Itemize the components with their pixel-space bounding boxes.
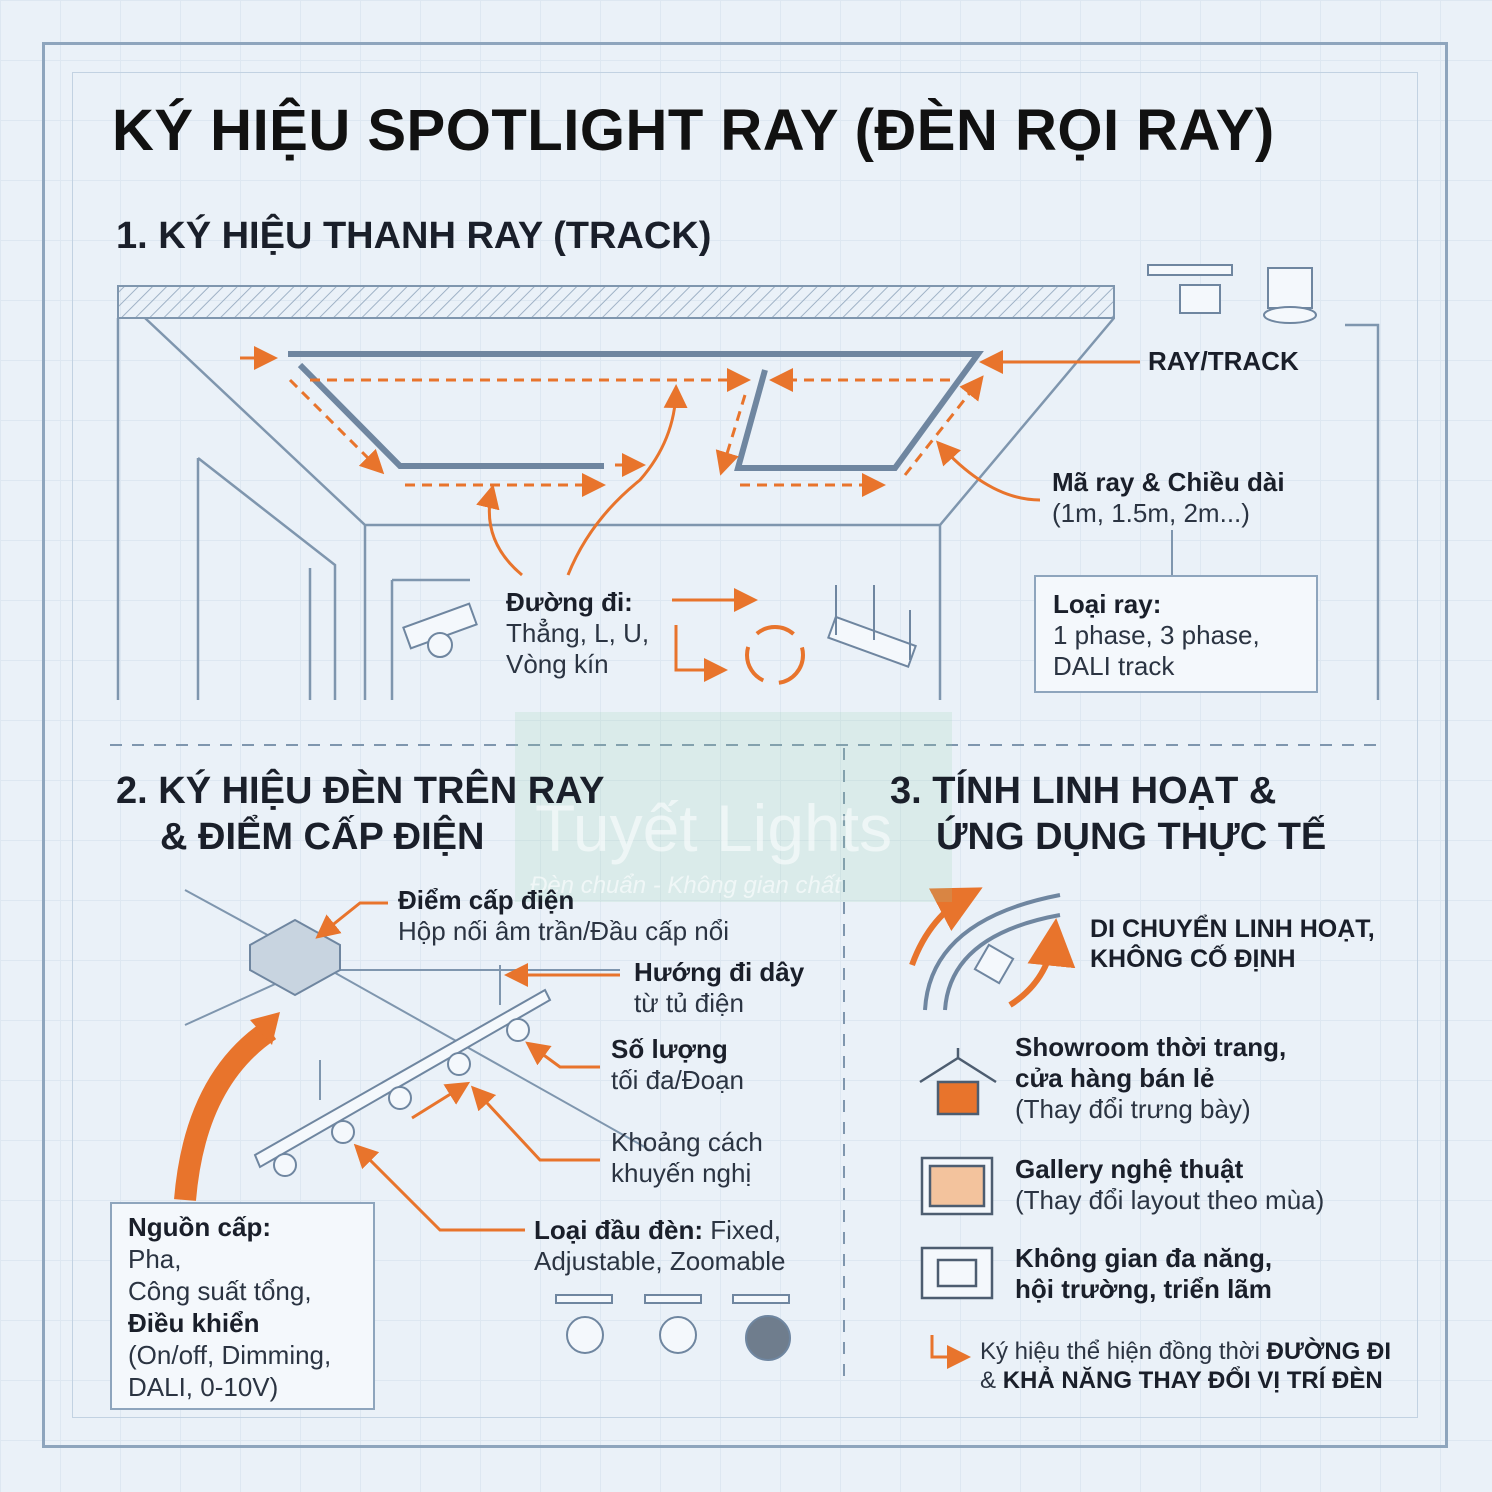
section3-heading-line2: ỨNG DỤNG THỰC TẾ	[936, 816, 1327, 859]
feed-point-title: Điểm cấp điện	[398, 885, 575, 915]
app-showroom-line1: Showroom thời trang,	[1015, 1032, 1287, 1062]
movement-arrows	[909, 887, 1076, 1008]
ray-track-label: RAY/TRACK	[1148, 346, 1299, 376]
app-showroom-line2: cửa hàng bán lẻ	[1015, 1063, 1215, 1094]
app-icons	[919, 1048, 997, 1300]
summary-note: Ký hiệu thể hiện đồng thời ĐƯỜNG ĐI & KHẢ…	[980, 1338, 1391, 1396]
path-label: Đường đi:Thẳng, L, U,Vòng kín	[506, 587, 649, 681]
section1-heading: 1. KÝ HIỆU THANH RAY (TRACK)	[116, 215, 712, 257]
feed-point-sub: Hộp nối âm trần/Đầu cấp nổi	[398, 916, 729, 947]
app-showroom-line3: (Thay đổi trưng bày)	[1015, 1094, 1251, 1125]
spacing-line2: khuyến nghị	[611, 1158, 752, 1189]
app-gallery-line2: (Thay đổi layout theo mùa)	[1015, 1185, 1325, 1216]
app-item-hall: Không gian đa năng,hội trường, triển lãm	[1015, 1243, 1272, 1305]
section2-heading: 2. KÝ HIỆU ĐÈN TRÊN RAY& ĐIỂM CẤP ĐIỆN	[116, 768, 604, 861]
path-line1: Thẳng, L, U,	[506, 618, 650, 649]
source-line4: (On/off, Dimming,	[128, 1339, 332, 1370]
junction-box	[249, 918, 341, 997]
flex-line1: DI CHUYỂN LINH HOẠT,	[1090, 915, 1375, 943]
power-source-note: Nguồn cấp:Pha,Công suất tổng,Điều khiển(…	[110, 1202, 375, 1410]
watermark-name: Tuyết Lights	[535, 791, 893, 865]
head-type-label: Loại đầu đèn: Fixed,Adjustable, Zoomable	[534, 1215, 785, 1277]
callout-arrows-2	[315, 901, 620, 1232]
flex-line2: KHÔNG CỐ ĐỊNH	[1090, 945, 1296, 973]
ceiling-slab	[117, 285, 1115, 319]
summary-arrow-icon	[930, 1335, 971, 1369]
source-line3: Điều khiển	[128, 1307, 260, 1338]
flex-label: DI CHUYỂN LINH HOẠT,KHÔNG CỐ ĐỊNH	[1090, 914, 1375, 974]
source-line5: DALI, 0-10V)	[128, 1371, 279, 1402]
code-length-values: (1m, 1.5m, 2m...)	[1052, 498, 1250, 529]
head-type-title: Loại đầu đèn:	[534, 1215, 703, 1245]
track-type-line1: 1 phase, 3 phase,	[1053, 620, 1260, 651]
inner-frame	[72, 72, 1418, 1418]
section2-heading-line1: 2. KÝ HIỆU ĐÈN TRÊN RAY	[116, 770, 605, 812]
source-line1: Pha,	[128, 1243, 182, 1274]
quantity-sub: tối đa/Đoạn	[611, 1065, 744, 1096]
loop-icon	[745, 625, 805, 685]
track-type-label: Loại ray:	[1053, 589, 1162, 619]
room-perspective	[116, 317, 1380, 700]
track-fixture-icons	[402, 264, 1317, 668]
movable-spotlight-icon	[973, 943, 1015, 985]
summary-text1: Ký hiệu thể hiện đồng thời	[980, 1338, 1267, 1365]
path-line2: Vòng kín	[506, 649, 609, 680]
section2-heading-line2: & ĐIỂM CẤP ĐIỆN	[160, 816, 485, 859]
callout-arrows-1	[240, 346, 1140, 682]
wiring-lines	[184, 889, 651, 1151]
section3-heading: 3. TÍNH LINH HOẠT &ỨNG DỤNG THỰC TẾ	[890, 768, 1326, 861]
track-path-arrows	[288, 368, 984, 497]
track-type-line2: DALI track	[1053, 651, 1175, 682]
track-bar	[253, 988, 552, 1169]
path-title: Đường đi:	[506, 587, 633, 617]
track-lines	[288, 351, 984, 471]
app-item-gallery: Gallery nghệ thuật(Thay đổi layout theo …	[1015, 1154, 1324, 1216]
head-type-value: Fixed,	[703, 1215, 782, 1245]
spacing-line1: Khoảng cách	[611, 1127, 763, 1157]
app-hall-line2: hội trường, triển lãm	[1015, 1274, 1272, 1305]
section3-heading-line1: 3. TÍNH LINH HOẠT &	[890, 770, 1277, 812]
summary-bold2: KHẢ NĂNG THAY ĐỔI VỊ TRÍ ĐÈN	[1002, 1366, 1383, 1394]
watermark-logo: Tuyết Lights Đèn chuẩn - Không gian chất	[515, 712, 952, 902]
track-type-note: Loại ray:1 phase, 3 phase,DALI track	[1034, 575, 1318, 693]
head-type-line2: Adjustable, Zoomable	[534, 1246, 786, 1277]
summary-bold1: ĐƯỜNG ĐI	[1266, 1338, 1391, 1365]
app-gallery-line1: Gallery nghệ thuật	[1015, 1154, 1244, 1184]
watermark-slogan: Đèn chuẩn - Không gian chất	[530, 872, 841, 899]
summary-text2: &	[980, 1366, 1003, 1394]
spotlight-heads	[273, 1018, 791, 1361]
page-title: KÝ HIỆU SPOTLIGHT RAY (ĐÈN RỌI RAY)	[112, 98, 1275, 163]
app-hall-line1: Không gian đa năng,	[1015, 1243, 1273, 1273]
outer-frame	[42, 42, 1448, 1448]
quantity-title: Số lượng	[611, 1034, 728, 1064]
wiring-title: Hướng đi dây	[634, 957, 805, 987]
app-item-showroom: Showroom thời trang,cửa hàng bán lẻ(Thay…	[1015, 1032, 1286, 1126]
code-length-label: Mã ray & Chiều dài(1m, 1.5m, 2m...)	[1052, 467, 1285, 529]
code-length-title: Mã ray & Chiều dài	[1052, 467, 1285, 497]
source-line2: Công suất tổng,	[128, 1275, 312, 1306]
wiring-sub: từ tủ điện	[634, 988, 744, 1019]
power-feed-arrow	[174, 1020, 277, 1201]
source-title: Nguồn cấp:	[128, 1212, 271, 1242]
